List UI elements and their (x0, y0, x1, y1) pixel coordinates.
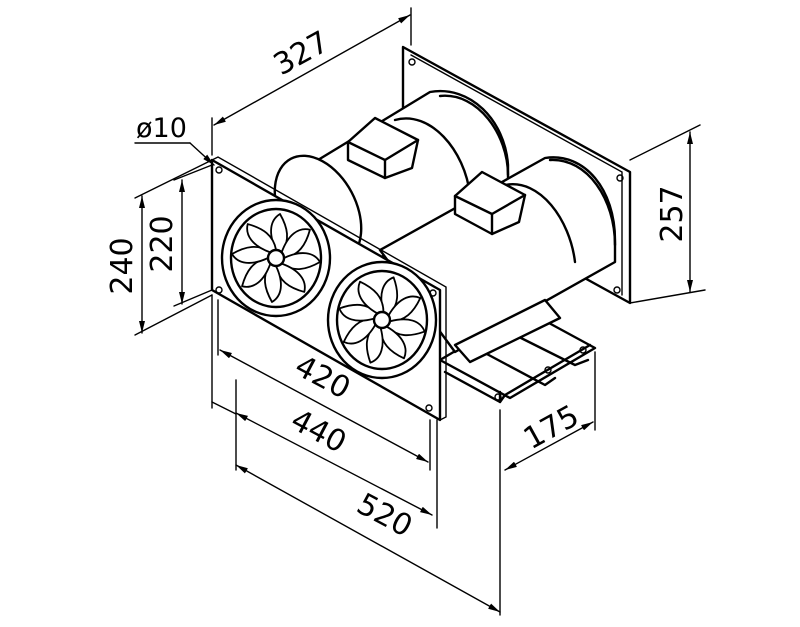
dimension-label-hole: ø10 (136, 113, 187, 144)
fan-hub-right (372, 310, 392, 330)
fan-hub-left (266, 248, 286, 268)
fan-blades-left (231, 213, 321, 303)
junction-box-lower (453, 170, 527, 236)
fan-right (326, 260, 438, 380)
dimension-label-520: 520 (351, 487, 418, 545)
dimension-label-175: 175 (518, 399, 585, 457)
mounting-hole (215, 166, 223, 174)
dimension-label-440: 440 (285, 403, 352, 461)
fan-left (220, 198, 332, 318)
dimension-label-327: 327 (268, 25, 335, 83)
dimension-hole: ø10 (134, 113, 215, 166)
dimension-label-257: 257 (655, 185, 690, 242)
dimension-220: 220 (145, 164, 213, 307)
dimension-520: 520 (235, 409, 501, 616)
dimension-label-220: 220 (145, 215, 180, 272)
dimension-240: 240 (105, 159, 213, 336)
dimension-label-240: 240 (105, 237, 140, 294)
dimension-257: 257 (629, 124, 706, 304)
